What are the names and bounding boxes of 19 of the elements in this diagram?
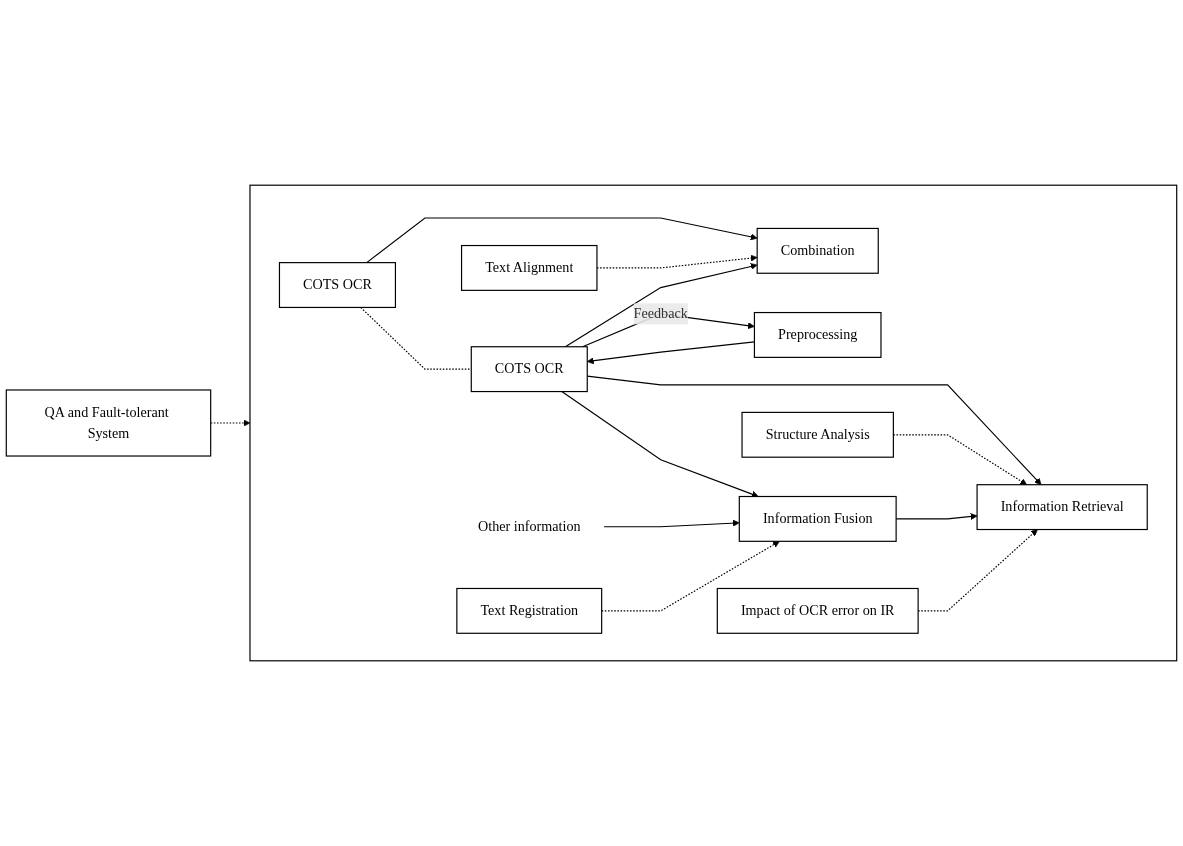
node-box: Combination [756, 227, 879, 274]
node-box: Impact of OCR error on IR [716, 587, 919, 634]
cluster [249, 184, 1178, 662]
node-box: COTS OCR [278, 262, 397, 309]
connector [360, 306, 472, 370]
edge-label: Feedback [633, 305, 688, 322]
node-box: Information Retrieval [976, 484, 1148, 531]
node-box: QA and Fault-tolerant System [5, 389, 212, 457]
node-box: Information Fusion [738, 495, 897, 542]
node-box: Preprocessing [753, 311, 882, 358]
node-box: Text Registration [456, 587, 603, 634]
node-text: Other information [477, 518, 581, 535]
node-box: Structure Analysis [741, 411, 894, 458]
arrow [366, 217, 758, 264]
arrow [561, 390, 759, 498]
arrow [601, 541, 780, 612]
node-box: Text Alignment [460, 244, 598, 291]
arrow [603, 519, 740, 528]
node-box: COTS OCR [470, 346, 588, 393]
